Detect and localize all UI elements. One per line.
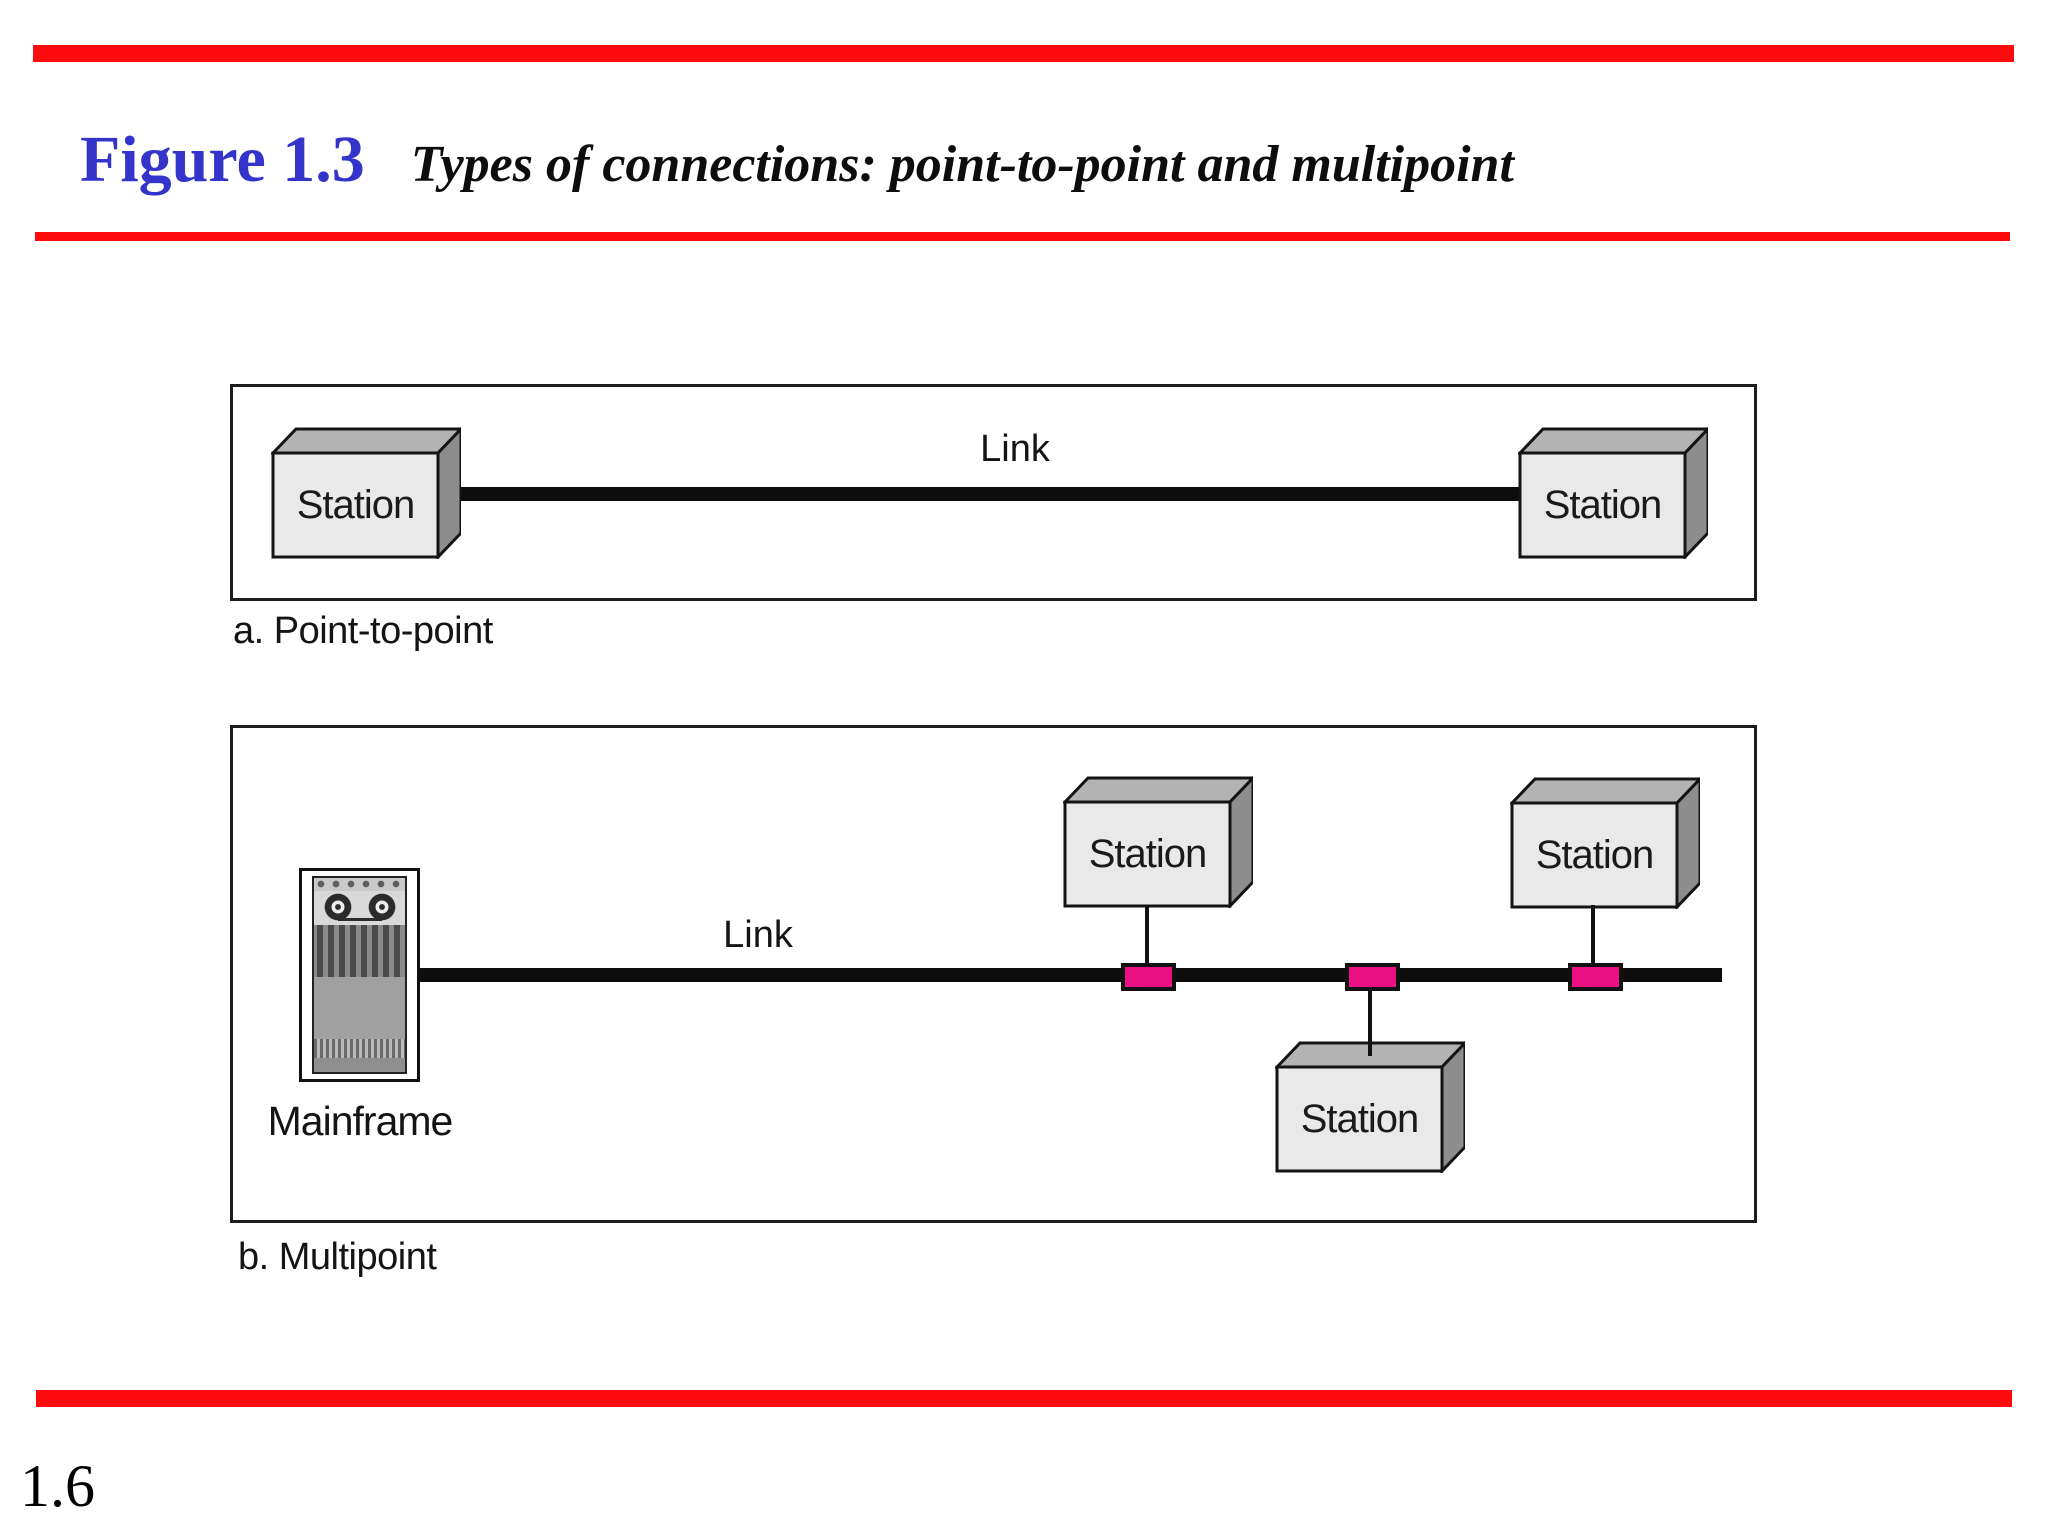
drop-line-station-2 bbox=[1591, 905, 1595, 965]
station-label: Station bbox=[1535, 832, 1655, 877]
station-b-lower: Station bbox=[1275, 1041, 1465, 1173]
tap-connector-1 bbox=[1121, 963, 1176, 991]
mainframe-tape-reels bbox=[314, 891, 405, 925]
station-label: Station bbox=[296, 482, 416, 527]
station-box-icon bbox=[1510, 777, 1700, 909]
station-box-icon bbox=[271, 427, 461, 559]
mainframe-label: Mainframe bbox=[267, 1098, 454, 1144]
station-label: Station bbox=[1088, 831, 1208, 876]
drop-line-station-1 bbox=[1145, 905, 1149, 965]
mainframe-base-strip bbox=[314, 1058, 405, 1072]
mainframe-blank-panel bbox=[314, 977, 405, 1039]
page-number: 1.6 bbox=[20, 1453, 95, 1519]
mainframe-icon bbox=[299, 868, 420, 1082]
bottom-red-bar bbox=[36, 1390, 2012, 1407]
caption-multipoint: b. Multipoint bbox=[238, 1236, 437, 1278]
figure-title: Types of connections: point-to-point and… bbox=[410, 136, 1514, 193]
caption-point-to-point: a. Point-to-point bbox=[233, 610, 493, 652]
station-a-left: Station bbox=[271, 427, 461, 559]
header-underline bbox=[35, 232, 2010, 241]
station-box-icon bbox=[1518, 427, 1708, 559]
link-label-b: Link bbox=[723, 914, 793, 956]
mainframe-vent-panel bbox=[314, 925, 405, 977]
tap-connector-3 bbox=[1568, 963, 1623, 991]
link-line-b bbox=[420, 968, 1722, 982]
figure-label: Figure 1.3 bbox=[80, 123, 365, 196]
mainframe-indicator-row bbox=[314, 878, 405, 891]
station-b-upper-right: Station bbox=[1510, 777, 1700, 909]
drop-line-station-3 bbox=[1368, 988, 1372, 1056]
station-box-icon bbox=[1063, 776, 1253, 908]
link-label-a: Link bbox=[980, 428, 1050, 470]
station-label: Station bbox=[1543, 482, 1663, 527]
tap-connector-2 bbox=[1345, 963, 1400, 991]
top-red-bar bbox=[33, 45, 2014, 62]
station-label: Station bbox=[1300, 1096, 1420, 1141]
station-b-upper-left: Station bbox=[1063, 776, 1253, 908]
station-a-right: Station bbox=[1518, 427, 1708, 559]
mainframe-lower-vent bbox=[314, 1039, 405, 1058]
link-line-a bbox=[445, 487, 1525, 501]
figure-header: Figure 1.3 Types of connections: point-t… bbox=[80, 122, 1514, 198]
mainframe-body bbox=[312, 876, 407, 1074]
